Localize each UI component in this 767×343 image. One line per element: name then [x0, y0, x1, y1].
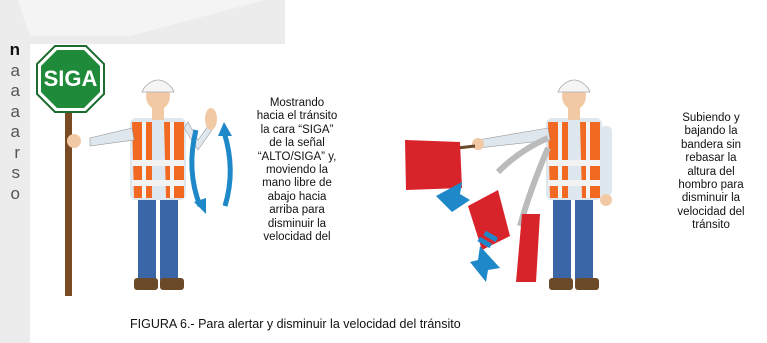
description-line: hacia el tránsito [256, 110, 338, 123]
cut-text-line: s [11, 163, 21, 182]
cut-text-line: a [10, 101, 20, 121]
description-line: mano libre de [262, 177, 332, 190]
description-line: la cara “SIGA” [260, 123, 334, 136]
description-line: bandera sin [680, 138, 742, 151]
up-down-arrow-icon [436, 182, 500, 282]
cut-text-line: a [10, 81, 20, 100]
description-line: bajando la [684, 125, 738, 138]
description-left: Mostrando hacia el tránsito la cara “SIG… [238, 97, 356, 244]
description-line: velocidad del [677, 205, 745, 218]
description-line: disminuir la [267, 217, 327, 230]
cut-text-line: o [10, 183, 20, 203]
cut-text-line: n [9, 40, 20, 59]
description-line: arriba para [269, 204, 325, 217]
description-line: rebasar la [685, 152, 737, 165]
cut-off-text-column: n a a a a r s o [0, 40, 20, 204]
sign-text: SIGA [44, 66, 98, 91]
description-line: “ALTO/SIGA” y, [257, 150, 337, 163]
cut-text-line: a [10, 122, 20, 141]
description-line: abajo hacia [267, 190, 327, 203]
description-line: Subiendo y [682, 112, 740, 124]
flag-icon [405, 140, 540, 282]
description-line: altura del [687, 165, 735, 178]
description-line: Mostrando [269, 97, 325, 109]
description-line: hombro para [678, 179, 744, 192]
cut-text-line: r [14, 142, 20, 162]
cut-text-line: a [10, 60, 20, 80]
worker-left [67, 79, 217, 290]
figure-illustration: SIGA [30, 44, 767, 343]
up-down-arrow-icon [189, 122, 233, 214]
description-line: moviendo la [265, 164, 328, 177]
figure-caption: FIGURA 6.- Para alertar y disminuir la v… [130, 317, 461, 331]
description-line: tránsito [692, 219, 730, 232]
description-line: disminuir la [681, 192, 741, 205]
description-right: Subiendo y bajando la bandera sin rebasa… [658, 112, 764, 233]
description-line: de la señal [269, 137, 325, 150]
stop-go-sign-icon: SIGA [36, 45, 105, 296]
description-line: velocidad del [263, 231, 331, 244]
worker-right [472, 79, 612, 290]
